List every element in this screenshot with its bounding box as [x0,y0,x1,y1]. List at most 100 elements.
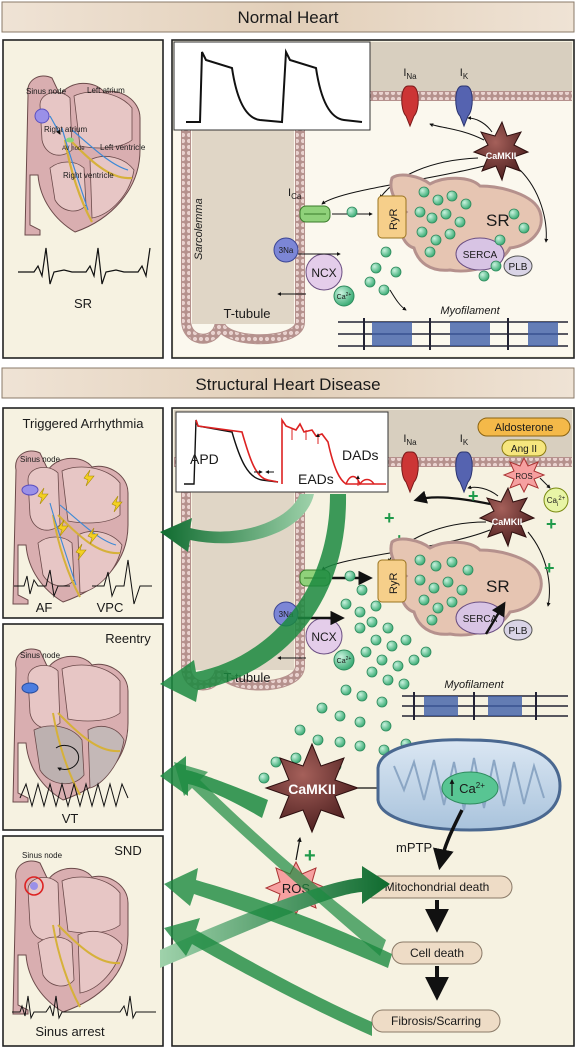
ina-channel: INa [401,67,419,128]
sinus-arrest-ecg [12,995,156,1020]
mito-calcium-label: Ca2+ [459,781,485,796]
arrow-to-snd [164,868,392,968]
af-label: AF [36,600,53,615]
heart-illustration-reentry: Sinus node [12,648,129,803]
ina-channel-disease: INa [401,433,419,494]
arrow-to-reentry [160,494,347,702]
normal-heart-banner: Normal Heart [1,1,575,33]
dads-label: DADs [342,447,379,463]
ead-dad-inset: APD EADs DADs [175,411,389,493]
sinus-node-dot [34,108,50,124]
svg-text:+: + [546,514,557,534]
calcium-ions-disease [258,554,474,792]
mitochondrion: Ca2+ [376,738,562,832]
structural-disease-banner: Structural Heart Disease [1,367,575,399]
cai-node: Cai2+ [543,487,569,513]
svg-text:Sinus node: Sinus node [20,455,61,464]
svg-text:IK: IK [460,433,469,447]
sinus-node-label: Sinus node [26,87,67,96]
trigger-bolt-icons [37,469,123,561]
svg-text:CaMKII: CaMKII [492,517,523,527]
myofilament-disease: Myofilament [402,679,568,720]
svg-text:+: + [468,486,479,506]
camkii-big-label: CaMKII [288,781,335,797]
serca-pump: SERCA [455,237,505,271]
av-node-dot [66,137,74,143]
arrow-to-snd-2 [164,918,372,1036]
svg-text:PLB: PLB [509,626,528,637]
fibrosis-box: Fibrosis/Scarring [371,1009,501,1033]
vt-ecg [19,782,129,808]
left-atrium-label: Left atrium [87,86,125,95]
ncx-exchanger: NCX [305,253,343,291]
heart-illustration-snd: Sinus node [12,851,129,1015]
svg-text:+: + [304,845,316,867]
plb-disease: PLB [503,619,533,641]
cell-death-box: Cell death [391,941,483,965]
fibrosis-label: Fibrosis/Scarring [391,1014,481,1028]
arrow-to-triggered [160,494,314,552]
camkii-normal: CaMKII [472,120,530,182]
structural-disease-title: Structural Heart Disease [195,375,380,394]
svg-text:Ca2+: Ca2+ [337,656,352,665]
mito-death-label: Mitochondrial death [385,880,490,894]
vt-label: VT [62,811,79,826]
ik-label: IK [460,67,469,81]
sodium-3na: 3Na [273,237,299,263]
snd-panel: SND Sinus node Sinus arrest [2,835,164,1047]
camkii-label: CaMKII [486,151,517,161]
triggered-arrhythmia-title: Triggered Arrhythmia [23,416,145,431]
eads-label: EADs [298,471,334,487]
ncx-label: NCX [311,266,336,280]
plb-protein: PLB [503,255,533,277]
sinus-rhythm-ecg [18,247,151,285]
ros-small: ROS [502,456,546,494]
ncx-disease: NCX [305,617,343,655]
normal-heart-panel: Sinus node Left atrium Right atrium AV n… [2,39,164,359]
reentry-title: Reentry [105,631,151,646]
aldosterone-label: Aldosterone [495,422,554,434]
svg-text:SERCA: SERCA [463,614,498,625]
sr-label: SR [486,211,510,230]
normal-cell-panel: Sarcolemma T-tubule INa IK CaMKII [171,39,575,359]
ik-channel: IK [455,67,473,128]
svg-text:3Na: 3Na [279,610,294,619]
sr-label: SR [74,296,92,311]
calcium-ions-normal [346,186,530,296]
svg-text:Sinus node: Sinus node [20,651,61,660]
vpc-label: VPC [97,600,124,615]
ryr-channel: RyR [377,195,407,239]
ik-channel-disease: IK [455,433,473,494]
right-atrium-label: Right atrium [44,125,87,134]
svg-text:RyR: RyR [388,573,400,594]
myofilament-normal: Myofilament [338,305,568,350]
ica-channel: ICa [288,187,331,223]
svg-text:+: + [384,508,395,528]
triggered-arrhythmia-panel: Triggered Arrhythmia Sinus node AF VPC [2,407,164,619]
sinus-arrest-label: Sinus arrest [35,1024,105,1039]
cell-death-label: Cell death [410,946,464,960]
svg-text:Myofilament: Myofilament [444,679,504,691]
svg-text:INa: INa [403,433,417,447]
av-node-label: AV node [62,146,85,152]
svg-text:Ca2+: Ca2+ [337,292,352,301]
serca-label: SERCA [463,250,498,261]
af-ecg [14,569,70,598]
apd-label: APD [190,451,219,467]
camkii-big: CaMKII [264,742,360,834]
svg-text:SR: SR [486,577,510,596]
ncx-calcium-disease: Ca2+ [333,649,355,671]
ryr-label: RyR [388,209,400,230]
ang-ii-box: Ang II [501,439,547,457]
left-ventricle-label: Left ventricle [100,143,146,152]
svg-text:NCX: NCX [311,630,336,644]
normal-heart-title: Normal Heart [237,8,338,27]
sarcolemma-label: Sarcolemma [193,198,205,260]
t-tubule-label: T-tubule [224,306,271,321]
right-ventricle-label: Right ventricle [63,171,114,180]
ica-label: ICa [288,187,302,201]
t-tubule-lumen [192,96,294,324]
snd-title: SND [114,843,141,858]
ang-ii-label: Ang II [511,444,537,455]
